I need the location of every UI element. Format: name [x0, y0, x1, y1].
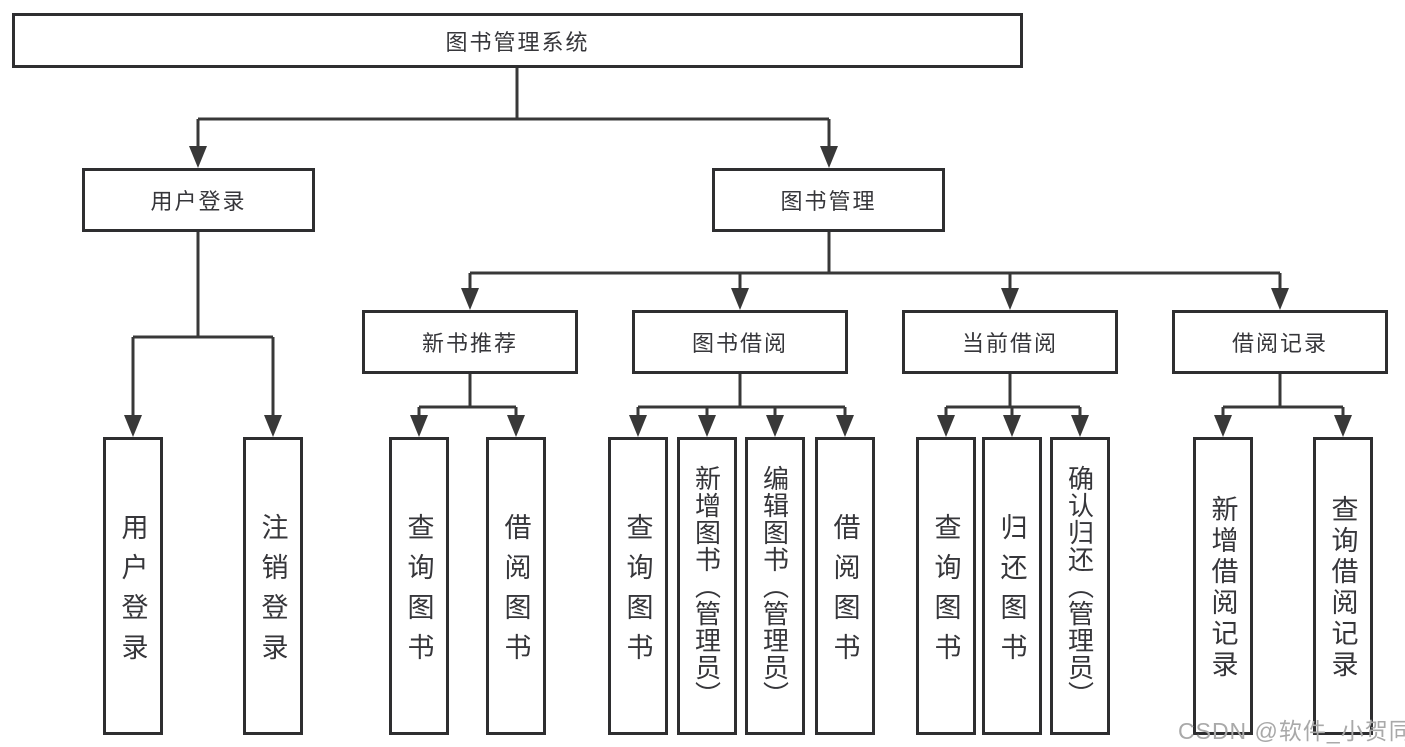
csdn-watermark: CSDN @软件_小贺同学 — [1178, 718, 1405, 744]
node-book-borrowing-label: 图书借阅 — [691, 331, 788, 356]
leaf-recommend-borrow-books: 借阅图书 — [486, 437, 546, 735]
node-book-borrowing: 图书借阅 — [632, 310, 848, 374]
node-root-system: 图书管理系统 — [12, 13, 1023, 68]
node-user-login: 用户登录 — [82, 168, 315, 232]
node-user-login-label: 用户登录 — [150, 189, 247, 214]
node-book-management-label: 图书管理 — [780, 189, 877, 214]
leaf-records-query-record: 查询借阅记录 — [1313, 437, 1373, 735]
leaf-borrow-borrow-books-label: 借阅图书 — [829, 512, 860, 673]
leaf-user-login-label: 用户登录 — [117, 512, 148, 673]
leaf-current-query-books-label: 查询图书 — [930, 512, 961, 673]
node-new-book-recommend: 新书推荐 — [362, 310, 578, 374]
leaf-borrow-borrow-books: 借阅图书 — [815, 437, 875, 735]
leaf-records-query-record-label: 查询借阅记录 — [1327, 495, 1358, 681]
node-current-borrowing-label: 当前借阅 — [961, 331, 1058, 356]
leaf-recommend-query-books-label: 查询图书 — [403, 512, 434, 673]
leaf-current-confirm-return-admin: 确认归还（管理员） — [1050, 437, 1110, 735]
node-borrowing-records-label: 借阅记录 — [1231, 331, 1328, 356]
leaf-borrow-add-books-admin: 新增图书（管理员） — [677, 437, 737, 735]
leaf-recommend-borrow-books-label: 借阅图书 — [500, 512, 531, 673]
node-borrowing-records: 借阅记录 — [1172, 310, 1388, 374]
leaf-borrow-add-books-admin-label: 新增图书（管理员） — [691, 465, 722, 708]
leaf-current-return-books-label: 归还图书 — [996, 512, 1027, 673]
leaf-logout: 注销登录 — [243, 437, 303, 735]
leaf-current-confirm-return-admin-label: 确认归还（管理员） — [1064, 465, 1095, 708]
leaf-recommend-query-books: 查询图书 — [389, 437, 449, 735]
leaf-current-query-books: 查询图书 — [916, 437, 976, 735]
leaf-borrow-edit-books-admin: 编辑图书（管理员） — [745, 437, 805, 735]
node-book-management: 图书管理 — [712, 168, 945, 232]
leaf-current-return-books: 归还图书 — [982, 437, 1042, 735]
node-current-borrowing: 当前借阅 — [902, 310, 1118, 374]
leaf-borrow-query-books-label: 查询图书 — [622, 512, 653, 673]
leaf-borrow-query-books: 查询图书 — [608, 437, 668, 735]
leaf-user-login: 用户登录 — [103, 437, 163, 735]
node-root-label: 图书管理系统 — [445, 29, 590, 55]
node-new-book-recommend-label: 新书推荐 — [421, 331, 518, 356]
leaf-borrow-edit-books-admin-label: 编辑图书（管理员） — [759, 465, 790, 708]
leaf-logout-label: 注销登录 — [257, 512, 288, 673]
leaf-records-add-record: 新增借阅记录 — [1193, 437, 1253, 735]
leaf-records-add-record-label: 新增借阅记录 — [1207, 495, 1238, 681]
